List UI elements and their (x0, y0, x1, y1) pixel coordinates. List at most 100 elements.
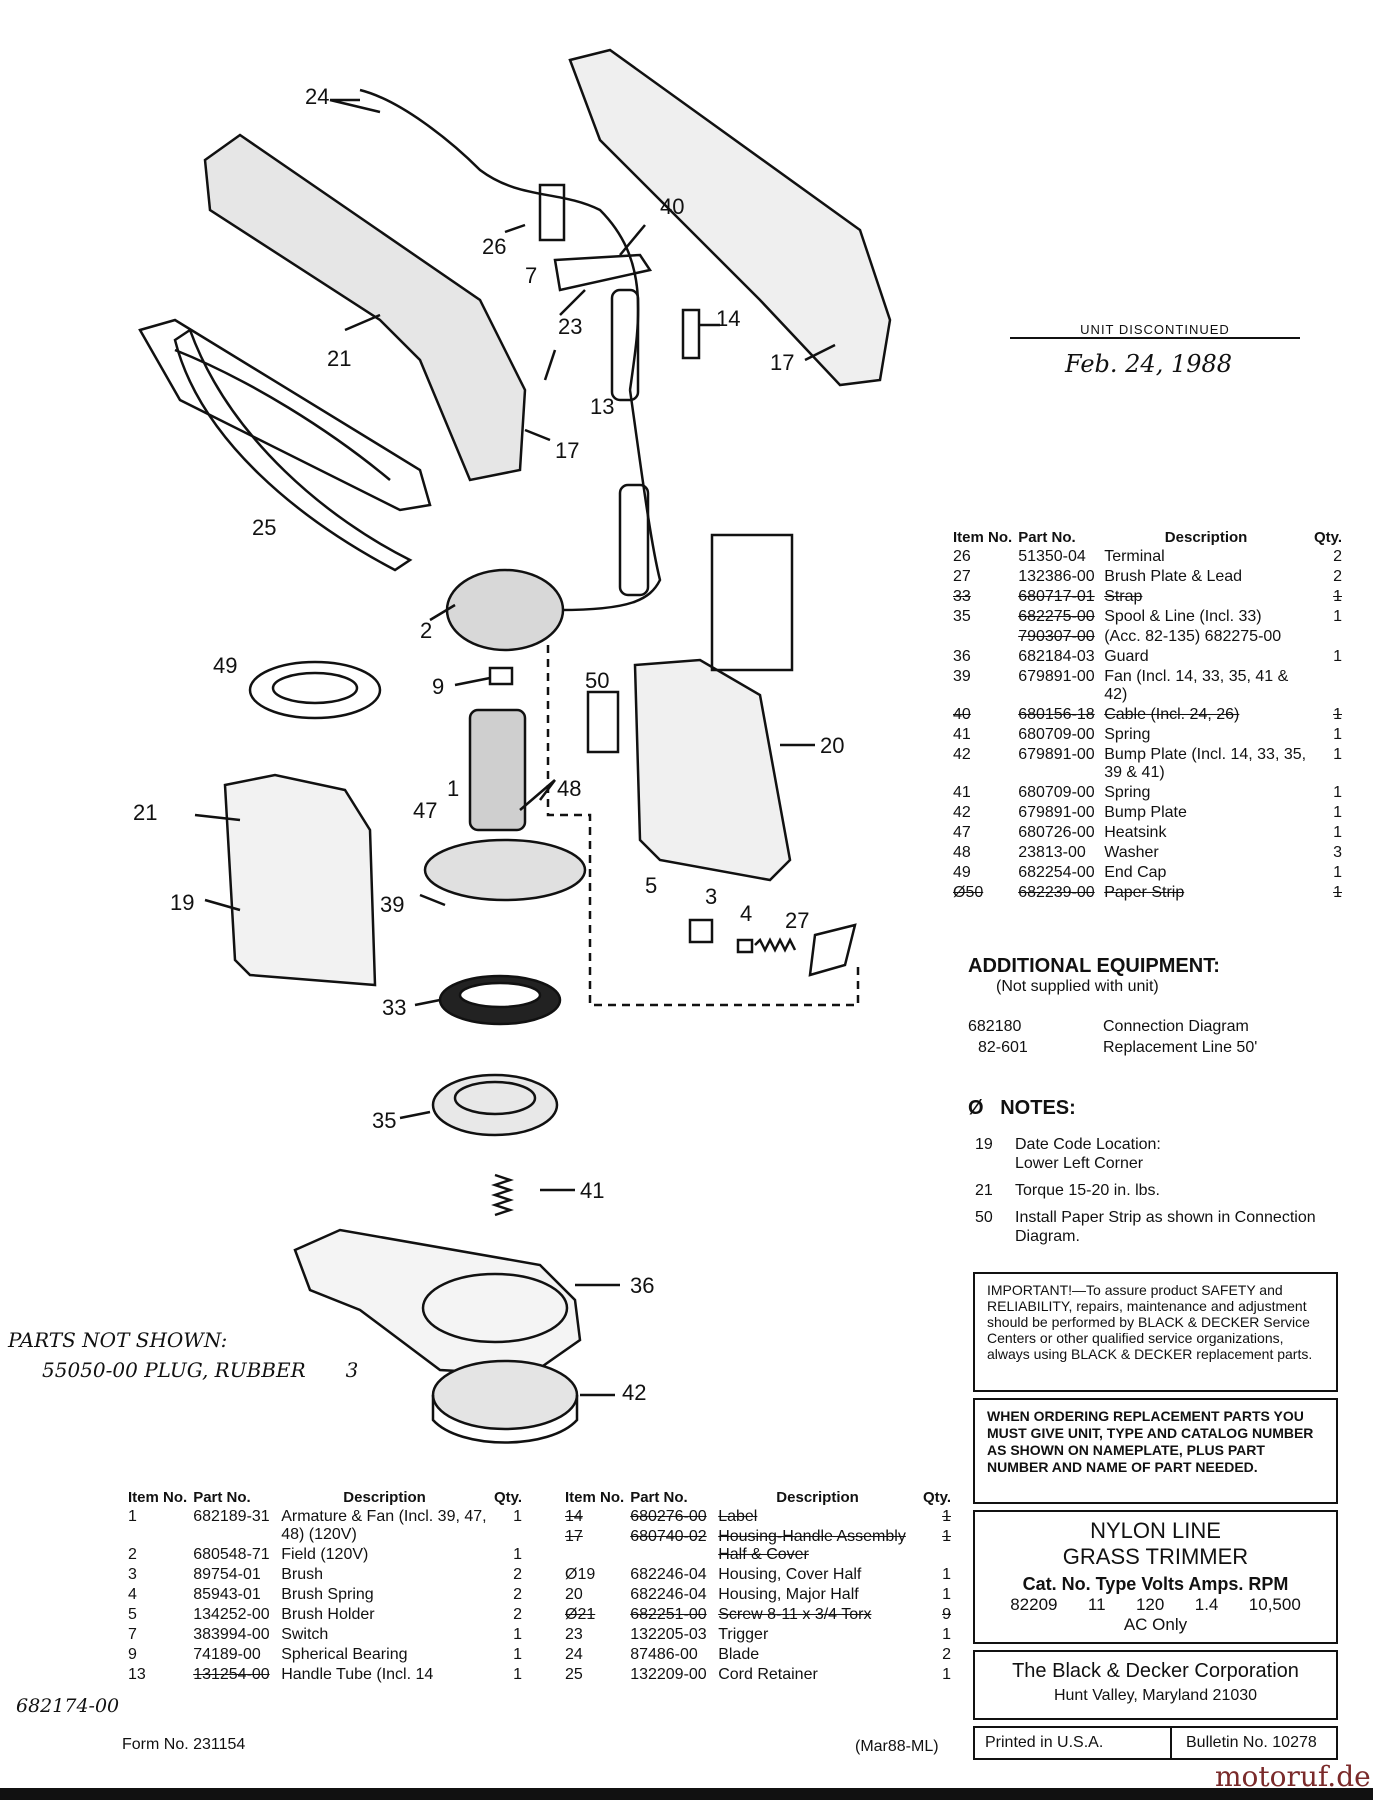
callout-3: 3 (705, 884, 718, 909)
cell-qty: 1 (942, 1528, 951, 1545)
table-header-row: Item No. Part No. Description Qty. (565, 1489, 951, 1506)
cell-item: 47 (953, 824, 971, 841)
printed-in: Printed in U.S.A. (975, 1728, 1172, 1758)
cell-qty: 1 (1333, 884, 1342, 901)
callout-36: 36 (630, 1273, 655, 1298)
callout-20: 20 (820, 733, 845, 758)
cell-part: 131254-00 (193, 1666, 270, 1683)
company-name: The Black & Decker Corporation (1012, 1660, 1299, 1682)
cell-item: 40 (953, 706, 971, 723)
form-number: Form No. 231154 (122, 1736, 246, 1753)
cell-qty: 1 (513, 1666, 522, 1683)
cell-item: 13 (128, 1666, 146, 1683)
callout-25: 25 (252, 515, 277, 540)
cell-item: 23 (565, 1626, 583, 1643)
cell-item: 7 (128, 1626, 137, 1643)
callout-21-top: 21 (327, 346, 352, 371)
callout-5: 5 (645, 873, 658, 898)
cell-part: 682189-31 (193, 1508, 270, 1525)
cell-qty: 1 (1333, 706, 1342, 723)
cell-desc: Strap (1104, 588, 1143, 605)
cell-item: 9 (128, 1646, 137, 1663)
callout-19: 19 (170, 890, 195, 915)
cell-desc: Housing-Handle Assembly Half & Cover (718, 1528, 906, 1563)
cell-part: 682239-00 (1018, 884, 1095, 901)
guard (293, 1228, 582, 1377)
cell-part: 682275-00 (1018, 608, 1095, 625)
cell-part: 682251-00 (630, 1606, 707, 1623)
cell-part: 74189-00 (193, 1646, 261, 1663)
table-header-row: Item No. Part No. Description Qty. (128, 1489, 522, 1506)
product-title-box: NYLON LINE GRASS TRIMMER Cat. No. Type V… (973, 1510, 1338, 1644)
cell-qty (1311, 667, 1345, 705)
callout-42: 42 (622, 1380, 647, 1405)
cell-part: 679891-00 (1018, 746, 1095, 763)
brush (736, 938, 754, 954)
product-name-line1: NYLON LINE (1090, 1518, 1221, 1543)
cell-part: 680717-01 (1018, 588, 1095, 605)
cell-qty: 2 (513, 1606, 522, 1623)
callout-48: 48 (557, 776, 582, 801)
watermark: motoruf.de (1215, 1760, 1371, 1793)
cell-item: 33 (953, 588, 971, 605)
cell-part: 132386-00 (1018, 568, 1095, 585)
cell-item: 2 (128, 1546, 137, 1563)
cell-qty (1311, 627, 1345, 647)
cell-desc: Label (718, 1508, 758, 1525)
table-row: 13 131254-00 Handle Tube (Incl. 14 1 (125, 1665, 525, 1685)
callout-13: 13 (590, 394, 615, 419)
table-header-row: Item No. Part No. Description Qty. (950, 528, 1345, 547)
cell-qty: 1 (942, 1626, 951, 1643)
cell-item: 14 (565, 1508, 583, 1525)
cell-part: 51350-04 (1018, 548, 1086, 565)
cell-part: 679891-00 (1018, 804, 1095, 821)
handle-tube (610, 288, 640, 402)
cell-item: 25 (565, 1666, 583, 1683)
brush-spring (754, 937, 797, 953)
cell-part: 682184-03 (1018, 648, 1095, 665)
cell-part: 134252-00 (193, 1606, 270, 1623)
cell-desc: Handle Tube (Incl. 14 (281, 1666, 434, 1683)
cell-item: 36 (953, 648, 971, 665)
cell-part: 680726-00 (1018, 824, 1095, 841)
cell-desc: Blade (718, 1646, 760, 1663)
cell-item: 39 (953, 668, 971, 685)
housing-major-half (633, 658, 792, 882)
cell-desc: Switch (281, 1626, 329, 1643)
callout-7: 7 (525, 263, 538, 288)
housing-half-right (568, 48, 892, 387)
cell-qty: 3 (1333, 844, 1342, 861)
end-cap (248, 660, 382, 720)
cell-part: 679891-00 (1018, 668, 1095, 685)
callout-26: 26 (482, 234, 507, 259)
cell-qty: 1 (1333, 784, 1342, 801)
callout-1: 1 (447, 776, 460, 801)
cell-item: 1 (128, 1508, 137, 1525)
cell-part: 87486-00 (630, 1646, 698, 1663)
cell-qty: 2 (513, 1586, 522, 1603)
col-qty: Qty. (1313, 529, 1342, 546)
cell-qty: 9 (942, 1606, 951, 1623)
cell-desc: Trigger (718, 1626, 769, 1643)
callout-50: 50 (585, 668, 610, 693)
